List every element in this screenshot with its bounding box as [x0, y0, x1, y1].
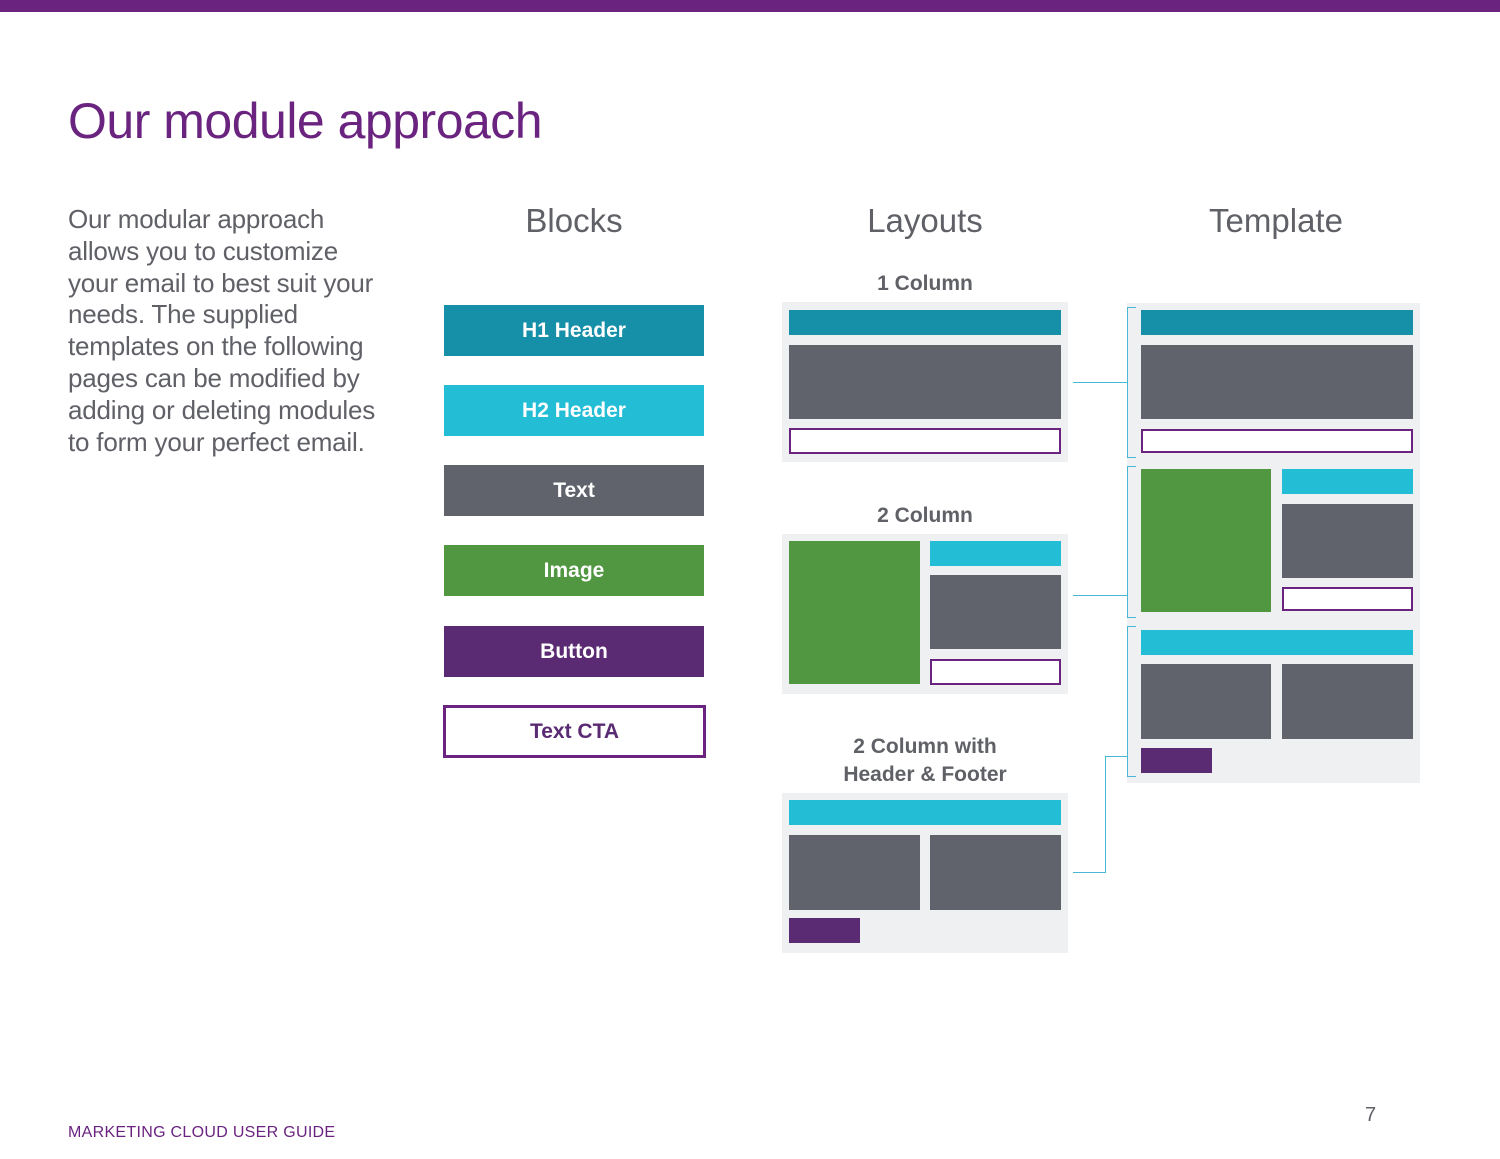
template-button-block [1141, 748, 1212, 773]
block-label: Text [553, 478, 595, 502]
block-button: Button [444, 626, 704, 677]
block-text-cta: Text CTA [443, 705, 706, 758]
footer-text: MARKETING CLOUD USER GUIDE [68, 1124, 336, 1141]
template-h1-bar [1141, 310, 1413, 335]
block-label: Image [543, 558, 605, 582]
connector-line [1105, 756, 1127, 757]
connector-line [1073, 382, 1128, 383]
page-number: 7 [1365, 1104, 1377, 1126]
template-text-block [1282, 664, 1413, 739]
template-bracket [1127, 626, 1136, 777]
layout-h1-bar [789, 310, 1061, 335]
block-image: Image [444, 545, 704, 596]
layout-button-block [789, 918, 860, 943]
connector-line [1073, 595, 1128, 596]
layout-text-block [930, 575, 1061, 649]
layout-cta-block [930, 659, 1061, 685]
label-line: Header & Footer [843, 763, 1007, 786]
template-image-block [1141, 469, 1271, 612]
layout-text-block [789, 345, 1061, 419]
template-h2-bar [1141, 630, 1413, 655]
layout-2-column-header-footer [782, 793, 1068, 953]
template-text-block [1141, 664, 1271, 739]
template-bracket [1127, 466, 1136, 618]
template-bracket [1127, 307, 1136, 458]
template-cta-block [1282, 587, 1413, 611]
block-label: H1 Header [522, 318, 626, 342]
template-text-block [1282, 504, 1413, 578]
template-preview [1127, 303, 1420, 783]
layout-image-block [789, 541, 920, 684]
block-text: Text [444, 465, 704, 516]
block-label: Text CTA [529, 719, 620, 743]
layout-h2-bar [789, 800, 1061, 825]
connector-line [1073, 872, 1106, 873]
layout-cta-block [789, 428, 1061, 454]
layout-1-column-label: 1 Column [877, 272, 973, 295]
template-cta-block [1141, 429, 1413, 453]
template-text-block [1141, 345, 1413, 419]
layout-2-column [782, 534, 1068, 694]
label-line: 2 Column with [853, 735, 997, 758]
block-h2-header: H2 Header [444, 385, 704, 436]
template-heading: Template [1209, 202, 1343, 239]
block-label: Button [540, 639, 608, 663]
layout-2-column-hf-label: 2 Column with Header & Footer [775, 733, 1075, 789]
blocks-heading: Blocks [525, 202, 623, 239]
page-title: Our module approach [68, 93, 543, 149]
connector-line [1105, 756, 1106, 873]
layout-text-block [930, 835, 1061, 910]
top-accent-bar [0, 0, 1500, 12]
layouts-heading: Layouts [867, 202, 983, 239]
template-h2-bar [1282, 469, 1413, 494]
layout-1-column [782, 302, 1068, 462]
layout-2-column-label: 2 Column [877, 504, 973, 527]
block-h1-header: H1 Header [444, 305, 704, 356]
layout-text-block [789, 835, 920, 910]
block-label: H2 Header [522, 398, 626, 422]
layout-h2-bar [930, 541, 1061, 566]
intro-paragraph: Our modular approach allows you to custo… [68, 204, 376, 457]
